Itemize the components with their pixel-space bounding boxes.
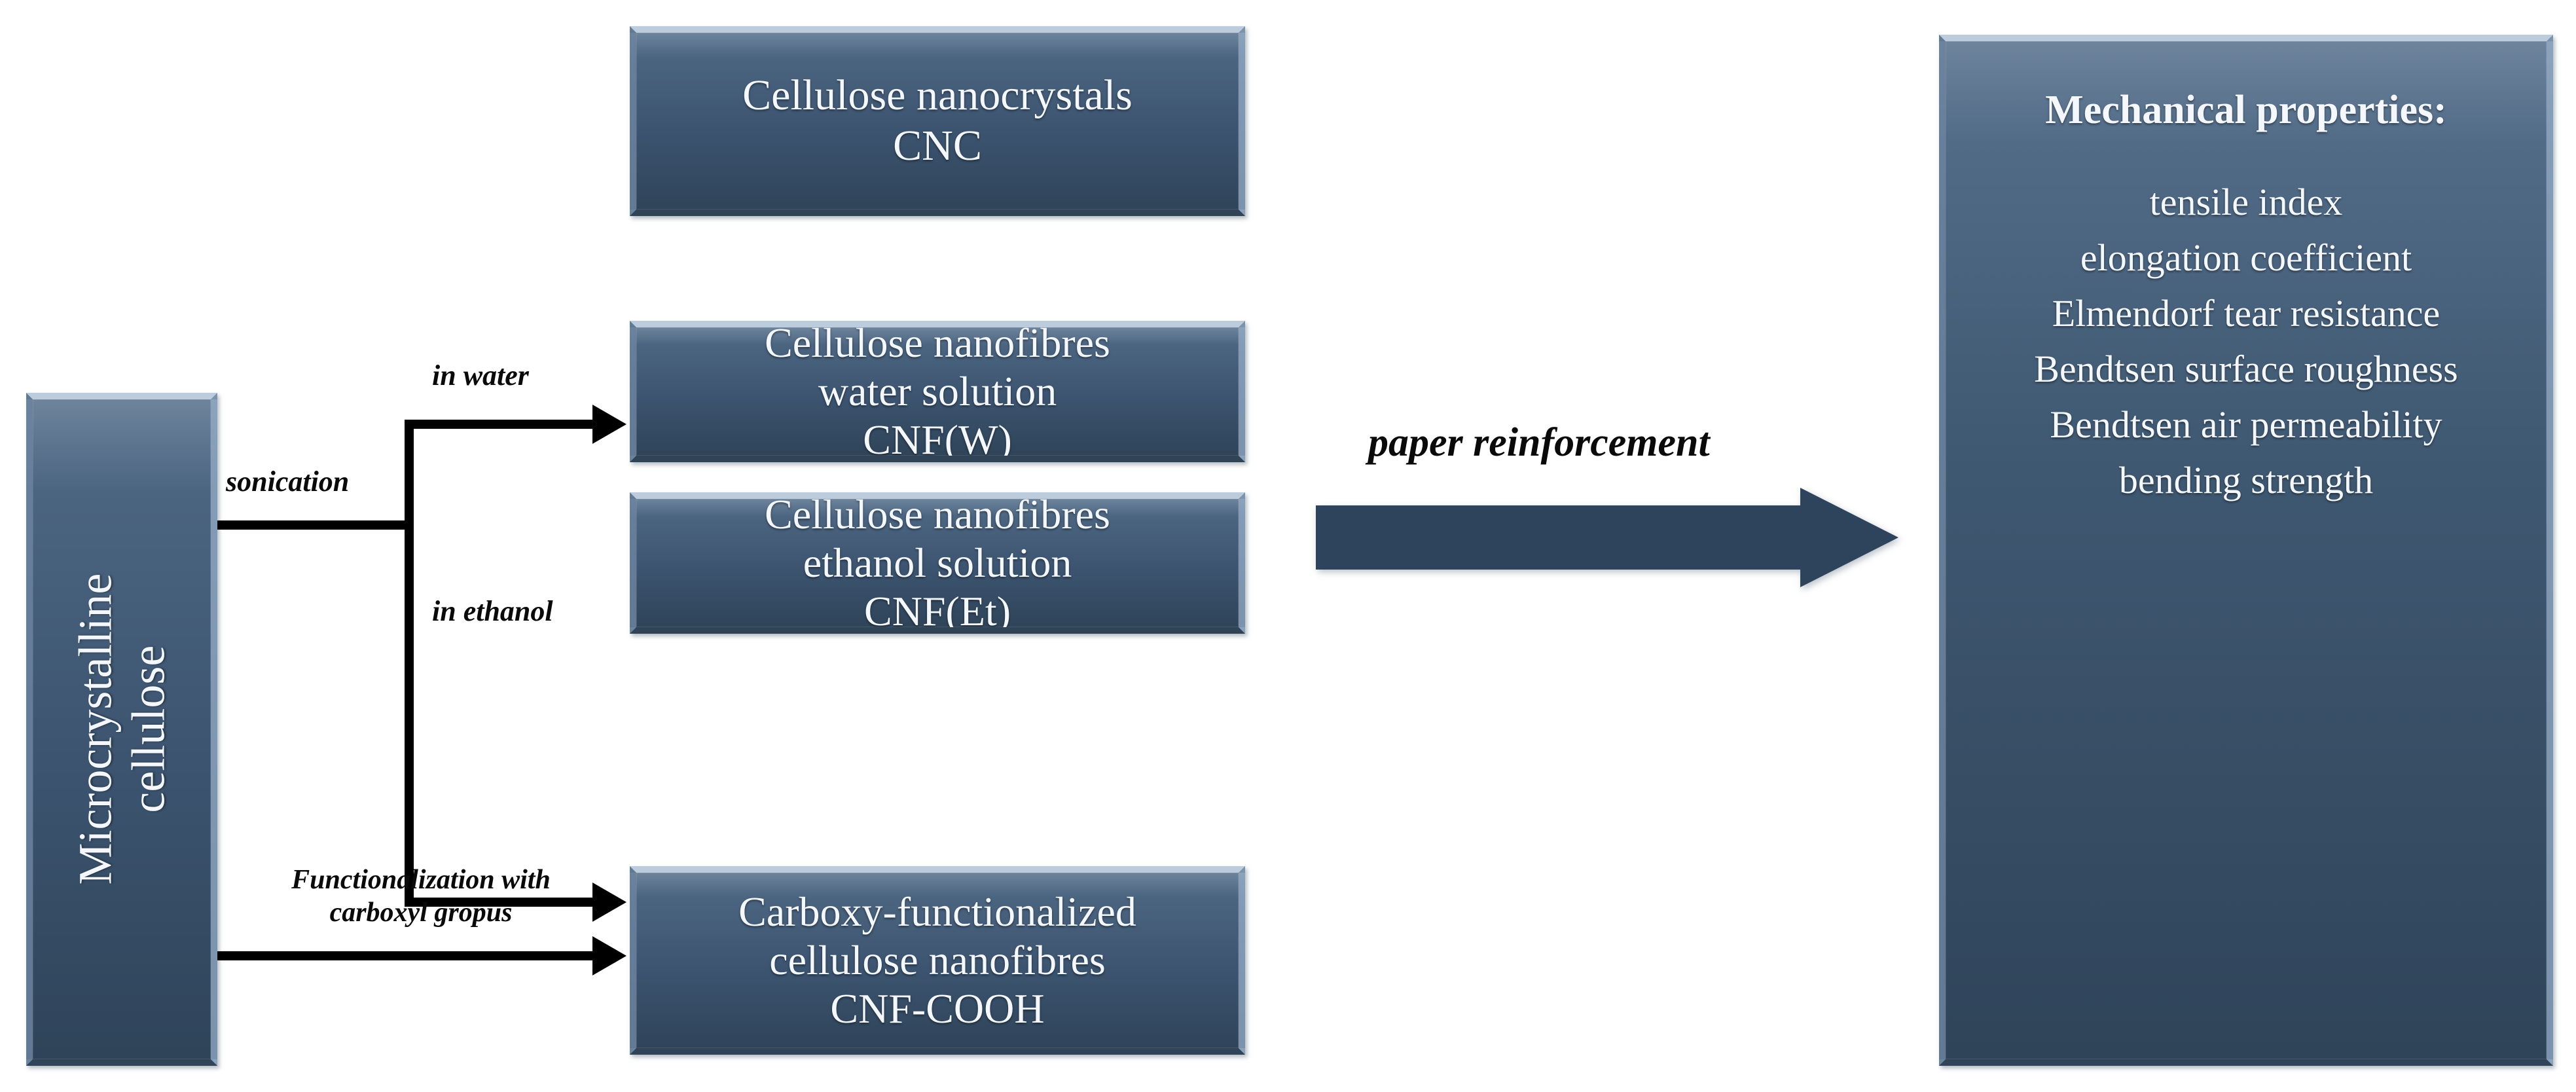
connector-branch-ethanol bbox=[405, 898, 594, 907]
arrowhead-functionalization-icon bbox=[592, 936, 626, 975]
box-cellulose-nanofibres-water: Cellulose nanofibres water solution CNF(… bbox=[630, 321, 1245, 462]
property-item: tensile index bbox=[2149, 180, 2343, 223]
cnfw-line-1: Cellulose nanofibres bbox=[765, 321, 1110, 366]
property-item: bending strength bbox=[2118, 458, 2374, 501]
arrowhead-water-icon bbox=[592, 405, 626, 444]
property-item: Elmendorf tear resistance bbox=[2052, 291, 2440, 335]
cnc-line-1: Cellulose nanocrystals bbox=[742, 71, 1133, 120]
cnfcooh-line-2: cellulose nanofibres bbox=[769, 936, 1106, 983]
label-paper-reinforcement: paper reinforcement bbox=[1368, 420, 1710, 465]
cnfet-line-1: Cellulose nanofibres bbox=[765, 492, 1110, 537]
mcc-label-line-2: cellulose bbox=[122, 646, 174, 813]
cnfw-line-2: water solution bbox=[818, 367, 1057, 414]
connector-vertical-riser bbox=[405, 424, 414, 902]
box-microcrystalline-cellulose: Microcrystalline cellulose bbox=[26, 393, 217, 1066]
property-item: elongation coefficient bbox=[2080, 236, 2412, 279]
properties-list: tensile index elongation coefficient Elm… bbox=[1972, 181, 2520, 502]
property-item: Bendtsen surface roughness bbox=[2034, 347, 2458, 390]
label-functionalization-line-2: carboxyl gropus bbox=[329, 897, 513, 928]
label-in-ethanol: in ethanol bbox=[432, 595, 553, 627]
connector-branch-water bbox=[405, 420, 594, 429]
connector-sonication-stem bbox=[217, 520, 414, 530]
cnfet-line-2: ethanol solution bbox=[803, 539, 1072, 586]
label-functionalization: Functionalization with carboxyl gropus bbox=[247, 864, 594, 929]
paper-reinforcement-arrow-icon bbox=[1316, 488, 1898, 587]
mcc-label: Microcrystalline cellulose bbox=[69, 573, 174, 885]
properties-title: Mechanical properties: bbox=[2045, 88, 2447, 132]
property-item: Bendtsen air permeability bbox=[2050, 403, 2442, 446]
box-cellulose-nanocrystals: Cellulose nanocrystals CNC bbox=[630, 26, 1245, 216]
label-sonication: sonication bbox=[226, 465, 350, 498]
cnfcooh-line-3: CNF-COOH bbox=[830, 985, 1045, 1032]
cnfcooh-line-1: Carboxy-functionalized bbox=[738, 888, 1136, 935]
box-carboxy-functionalized-nanofibres: Carboxy-functionalized cellulose nanofib… bbox=[630, 866, 1245, 1055]
label-functionalization-line-1: Functionalization with bbox=[291, 865, 551, 895]
connector-branch-functionalization bbox=[217, 951, 594, 960]
label-in-water: in water bbox=[432, 359, 529, 391]
box-cellulose-nanofibres-ethanol: Cellulose nanofibres ethanol solution CN… bbox=[630, 492, 1245, 634]
panel-mechanical-properties: Mechanical properties: tensile index elo… bbox=[1939, 35, 2553, 1066]
arrowhead-ethanol-icon bbox=[592, 883, 626, 922]
cnfet-line-3: CNF(Et) bbox=[864, 588, 1011, 634]
cnc-line-2: CNC bbox=[893, 122, 982, 170]
mcc-label-line-1: Microcrystalline bbox=[69, 573, 122, 885]
cnfw-line-3: CNF(W) bbox=[863, 416, 1012, 462]
